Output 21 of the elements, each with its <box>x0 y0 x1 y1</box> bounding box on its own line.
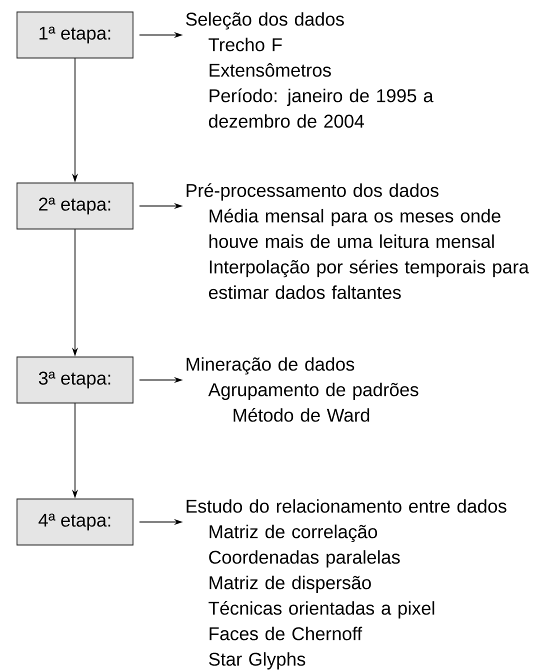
list-item: Agrupamento de padrões <box>208 382 418 400</box>
step-box: 4ª etapa: <box>16 498 134 546</box>
list-item: Extensômetros <box>210 63 331 77</box>
list-item: Interpolação por séries temporais para estimar dados faltantes <box>208 260 529 300</box>
list-item: Período: janeiro de 1995 a dezembro de 2004 <box>208 88 434 128</box>
list-item: Coordenadas paralelas <box>209 550 400 568</box>
heading-text: Mineração de dados <box>186 357 354 375</box>
heading-text: Estudo do relacionamento entre dados <box>186 499 506 513</box>
list-item: Matriz de correlação <box>210 524 378 542</box>
step-box: 2ª etapa: <box>16 182 134 230</box>
list-item: Método de Ward <box>234 408 370 422</box>
list-item: Média mensal para os meses onde houve mais de uma leitura mensal <box>209 208 500 248</box>
heading-text: Pré-processamento dos dados <box>186 183 438 201</box>
step-box: 3ª etapa: <box>16 356 134 404</box>
list-item: Faces de Chernoff <box>210 626 362 640</box>
list-item: Matriz de dispersão <box>210 576 371 593</box>
list-item: Trecho F <box>208 38 282 52</box>
step-box: 1ª etapa: <box>16 12 134 58</box>
heading-text: Seleção dos dados <box>186 12 344 30</box>
list-item: Técnicas orientadas a pixel <box>208 600 434 618</box>
list-item: Star Glyphs <box>209 652 306 670</box>
